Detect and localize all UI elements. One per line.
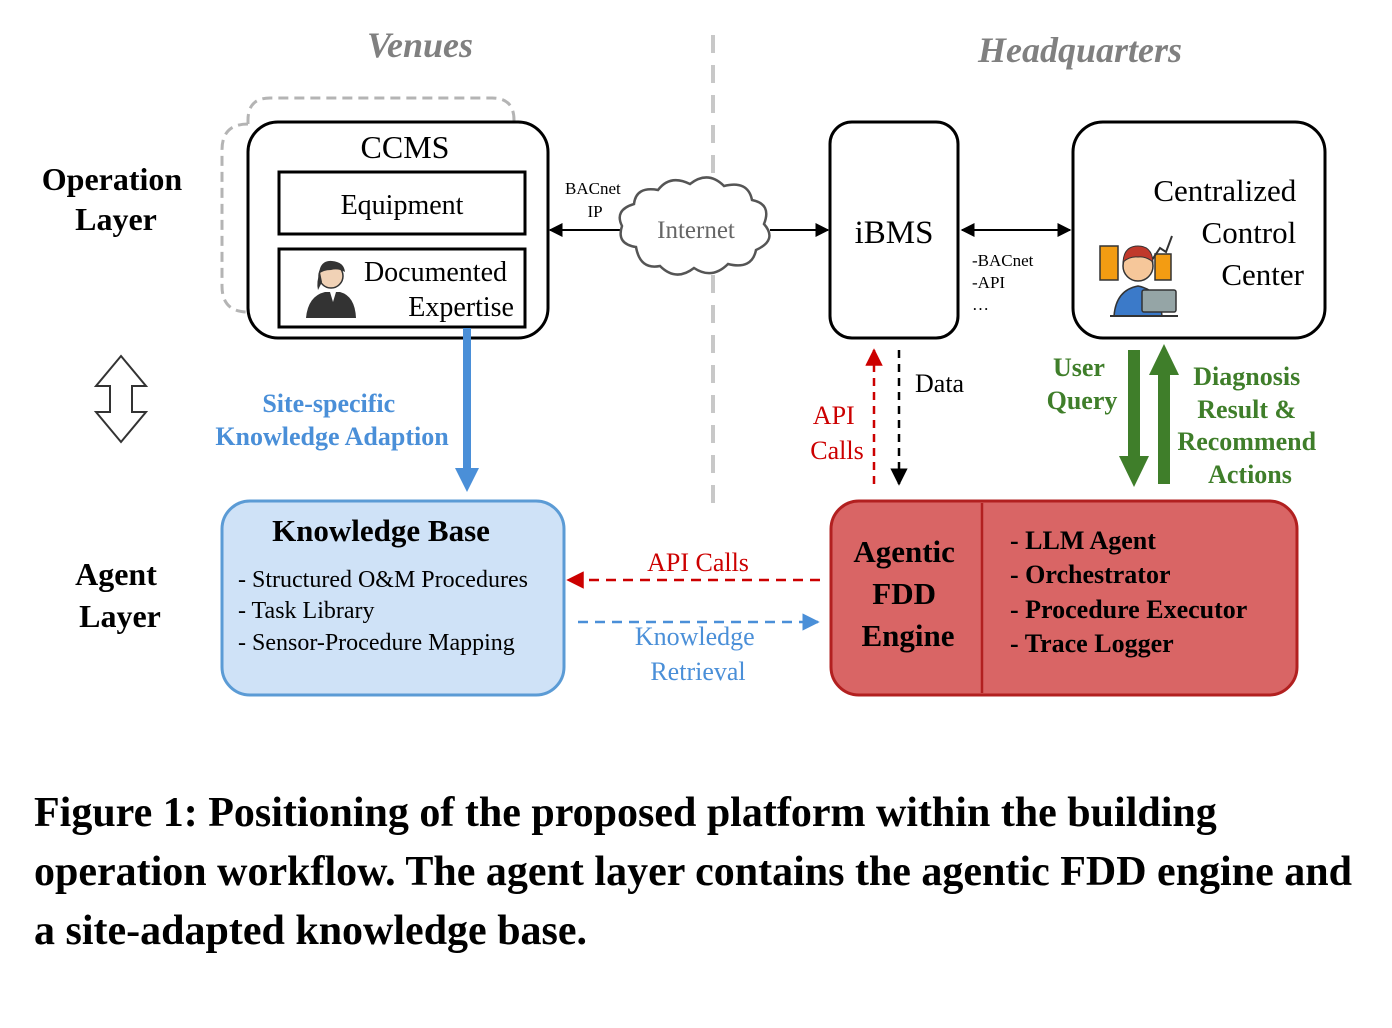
layer-double-arrow-icon: [93, 354, 149, 444]
workflow-diagram: Venues Headquarters Operation Layer Agen…: [42, 25, 1327, 697]
fdd-engine-title: Agentic FDD Engine: [853, 534, 962, 653]
agent-layer-label: Agent Layer: [75, 556, 165, 634]
knowledge-adaption-shaft: [463, 328, 471, 470]
knowledge-adaption-arrowhead: [455, 468, 479, 492]
figure-caption: Figure 1: Positioning of the proposed pl…: [34, 790, 1352, 954]
fdd-engine-box: [829, 499, 1299, 697]
api-calls-horizontal-label: API Calls: [647, 548, 749, 577]
equipment-box: [277, 170, 527, 236]
ibms-protocol-list: -BACnet -API …: [972, 251, 1038, 314]
control-center-box: [1071, 120, 1327, 340]
diagnosis-label: Diagnosis Result & Recommend Actions: [1177, 362, 1322, 489]
api-calls-vertical-label: API Calls: [810, 401, 863, 465]
knowledge-base-box: [220, 499, 566, 697]
equipment-label: Equipment: [341, 190, 464, 221]
ibms-box: [828, 120, 960, 340]
operator-icon: [1099, 235, 1178, 317]
control-center-title: Centralized Control Center: [1153, 173, 1304, 292]
user-query-label: User Query: [1047, 353, 1118, 415]
site-specific-label: Site-specific Knowledge Adaption: [215, 389, 449, 451]
knowledge-base-items: - Structured O&M Procedures - Task Libra…: [238, 567, 534, 656]
venues-header: Venues: [367, 25, 473, 65]
knowledge-retrieval-label: Knowledge Retrieval: [635, 622, 761, 686]
headquarters-header: Headquarters: [977, 30, 1182, 70]
diagnosis-up-arrow: [1149, 344, 1179, 484]
ccms-title: CCMS: [361, 129, 450, 165]
operation-layer-label: Operation Layer: [42, 161, 190, 237]
documented-expertise-label: Documented Expertise: [364, 257, 514, 323]
ccms-stack-outline: [220, 96, 516, 314]
data-label: Data: [915, 369, 965, 398]
internet-cloud-icon: [618, 176, 771, 276]
ibms-title: iBMS: [855, 215, 934, 251]
expert-person-icon: [306, 260, 356, 318]
fdd-engine-components: - LLM Agent - Orchestrator - Procedure E…: [1010, 526, 1253, 658]
knowledge-base-title: Knowledge Base: [272, 513, 490, 548]
user-query-down-arrow: [1119, 350, 1149, 487]
bacnet-ip-label: BACnet IP: [565, 179, 625, 221]
internet-label: Internet: [657, 217, 735, 244]
